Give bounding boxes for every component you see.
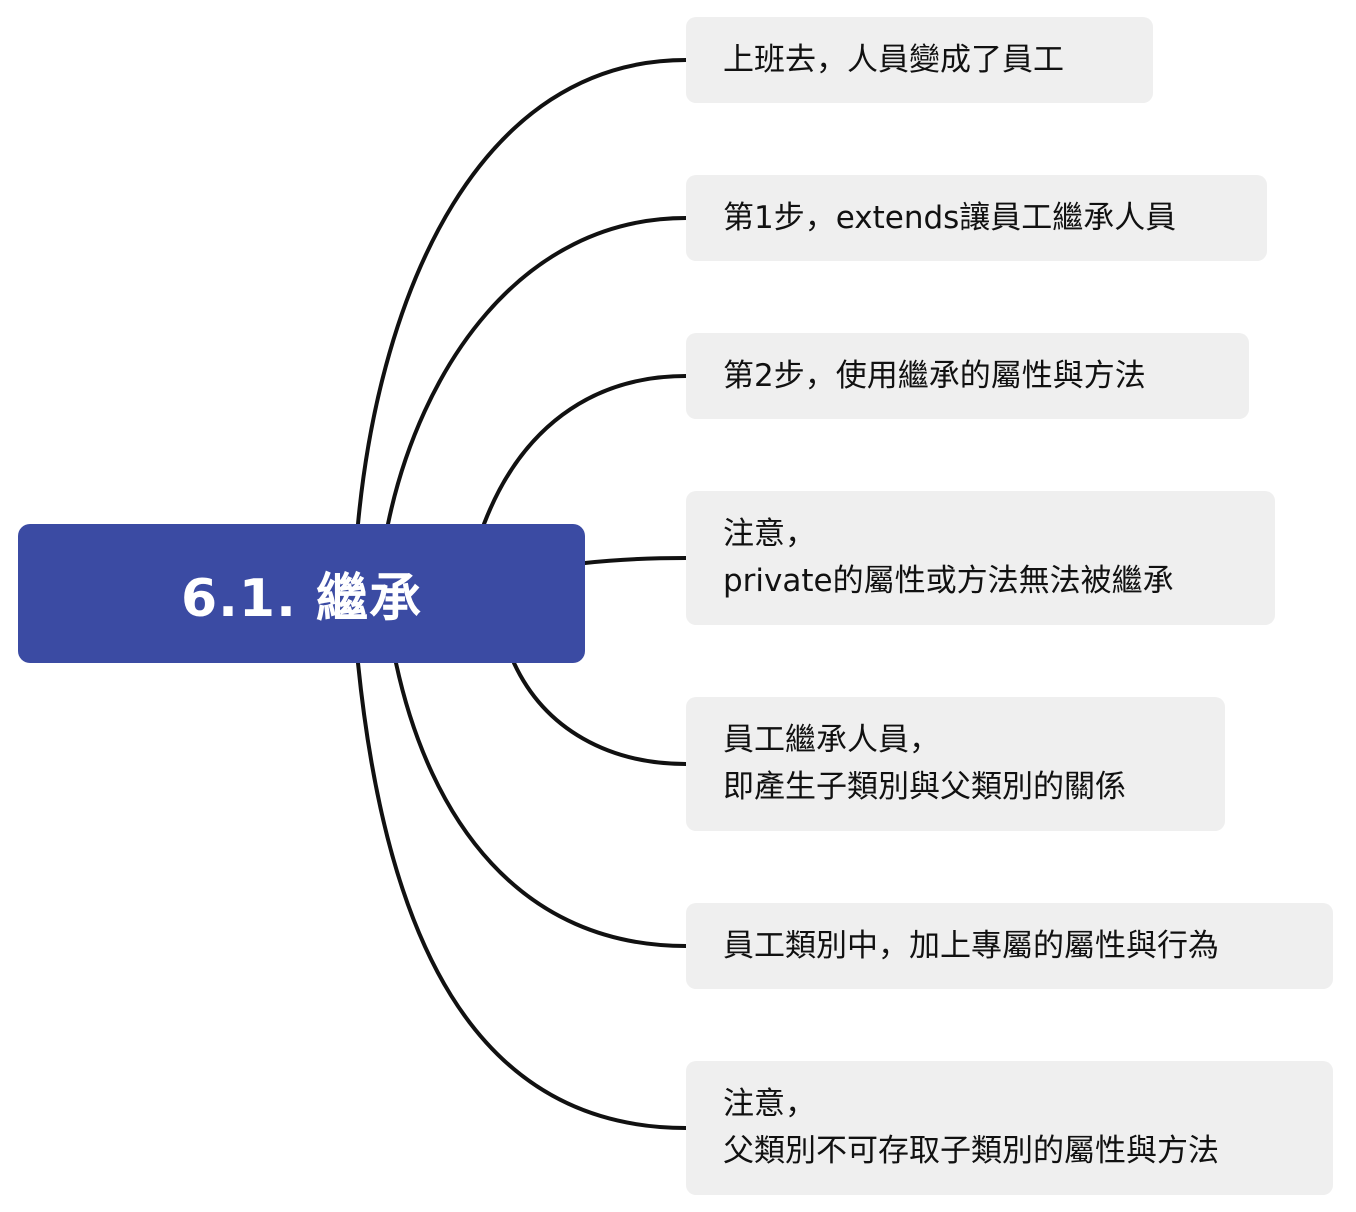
branch-topic-2[interactable]: 第1步，extends讓員工繼承人員 [686, 175, 1267, 261]
connector-branch-3 [482, 374, 688, 526]
branch-topic-text-line-2: 即產生子類別與父類別的關係 [723, 769, 1126, 805]
branch-topic-text-line-1: 注意， [723, 516, 816, 552]
branch-topic-4[interactable]: 注意， private的屬性或方法無法被繼承 [686, 491, 1275, 625]
connector-branch-2 [386, 216, 688, 526]
branch-topic-5[interactable]: 員工繼承人員， 即產生子類別與父類別的關係 [686, 697, 1225, 831]
connector-branch-5 [512, 661, 688, 766]
root-topic[interactable]: 6.1. 繼承 [18, 524, 585, 663]
connector-branch-1 [356, 58, 688, 526]
branch-topic-text: 第2步，使用繼承的屬性與方法 [723, 357, 1146, 394]
branch-topic-3[interactable]: 第2步，使用繼承的屬性與方法 [686, 333, 1249, 419]
branch-topic-7[interactable]: 注意， 父類別不可存取子類別的屬性與方法 [686, 1061, 1333, 1195]
connector-branch-4 [583, 556, 688, 565]
branch-topic-text: 第1步，extends讓員工繼承人員 [723, 199, 1177, 236]
branch-topic-6[interactable]: 員工類別中，加上專屬的屬性與行為 [686, 903, 1333, 989]
connector-branch-7 [356, 661, 688, 1130]
branch-topic-text-line-1: 注意， [723, 1086, 816, 1122]
branch-topic-text: 上班去，人員變成了員工 [723, 41, 1064, 78]
branch-topic-1[interactable]: 上班去，人員變成了員工 [686, 17, 1153, 103]
branch-topic-text-line-1: 員工繼承人員， [723, 722, 940, 758]
branch-topic-text: 員工類別中，加上專屬的屬性與行為 [723, 927, 1219, 964]
branch-topic-text-line-2: 父類別不可存取子類別的屬性與方法 [723, 1133, 1219, 1169]
connector-branch-6 [394, 661, 688, 948]
branch-topic-text-line-2: private的屬性或方法無法被繼承 [723, 563, 1174, 599]
root-topic-label: 6.1. 繼承 [181, 569, 422, 629]
